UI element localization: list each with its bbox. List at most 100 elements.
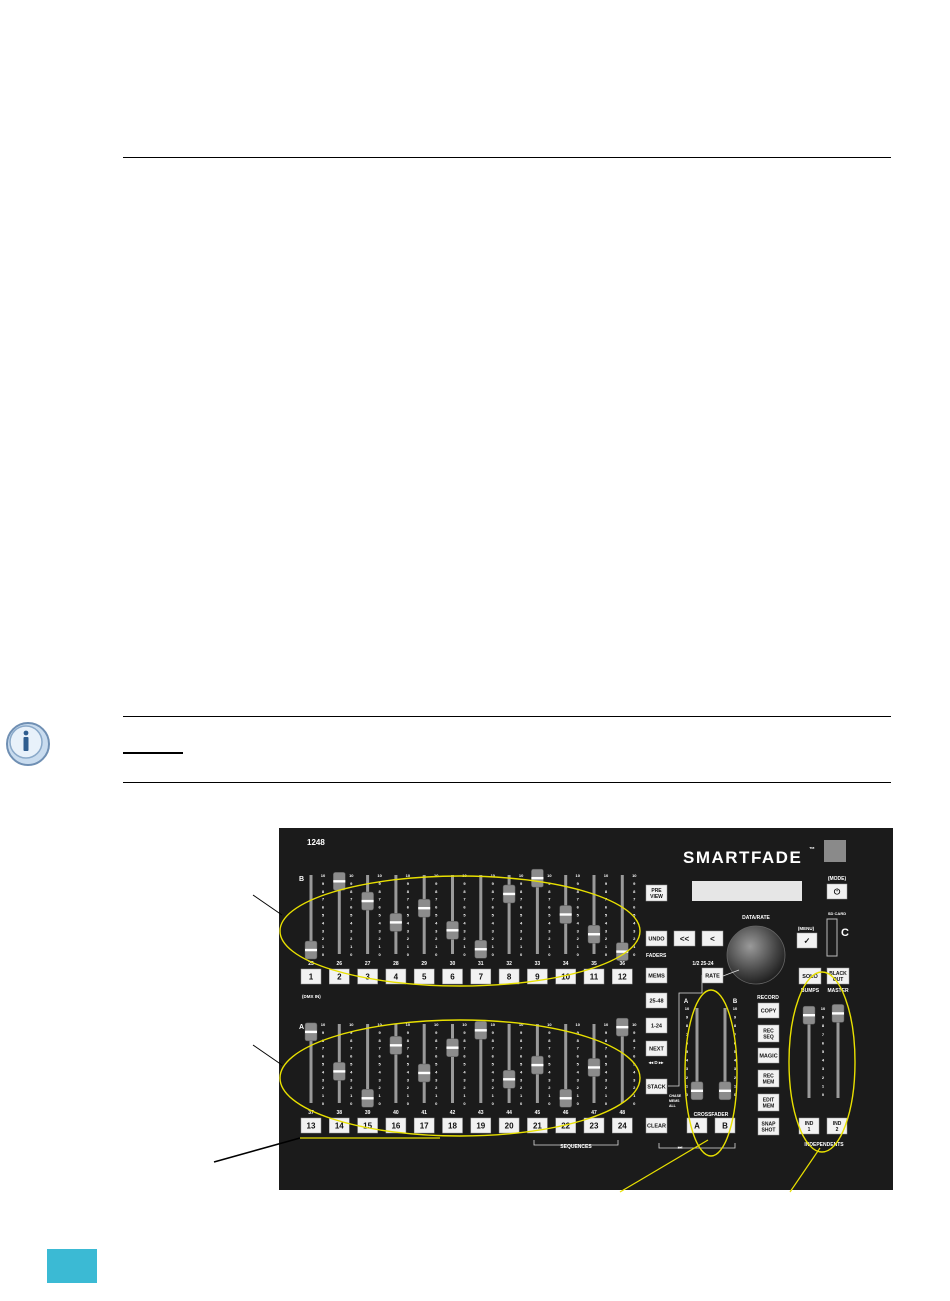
rec-mem-button-face[interactable] bbox=[757, 1069, 780, 1088]
channel-button-3[interactable]: 3 bbox=[357, 968, 378, 985]
bottom-fader-48[interactable] bbox=[616, 1017, 629, 1103]
bottom-fader-41[interactable] bbox=[417, 1024, 431, 1103]
channel-button-12[interactable]: 12 bbox=[612, 968, 633, 985]
undo-button[interactable]: UNDO bbox=[645, 930, 668, 947]
magic-button[interactable]: MAGIC bbox=[757, 1047, 780, 1064]
prev-button-face[interactable] bbox=[701, 930, 724, 947]
rec-seq-button-face[interactable] bbox=[757, 1024, 780, 1043]
channel-button-10[interactable]: 10 bbox=[555, 968, 576, 985]
range-25-48-button-face[interactable] bbox=[645, 992, 668, 1009]
range-1-24-button-face[interactable] bbox=[645, 1017, 668, 1034]
bottom-fader-44[interactable] bbox=[502, 1024, 516, 1103]
magic-button-face[interactable] bbox=[757, 1047, 780, 1064]
mems-button-face[interactable] bbox=[645, 967, 668, 984]
channel-button-21[interactable]: 21 bbox=[527, 1117, 548, 1134]
channel-button-19[interactable]: 19 bbox=[470, 1117, 492, 1134]
bottom-fader-45[interactable] bbox=[531, 1024, 544, 1103]
top-fader-33[interactable] bbox=[531, 868, 544, 954]
top-fader-26[interactable] bbox=[333, 872, 346, 954]
bottom-fader-43[interactable] bbox=[474, 1021, 488, 1103]
channel-button-16[interactable]: 16 bbox=[385, 1117, 407, 1134]
channel-button-23[interactable]: 23 bbox=[583, 1117, 605, 1134]
channel-button-14[interactable]: 14 bbox=[329, 1117, 350, 1134]
independent-1[interactable] bbox=[802, 1005, 816, 1098]
bottom-fader-42[interactable] bbox=[446, 1024, 459, 1103]
stack-button-face[interactable] bbox=[645, 1078, 668, 1095]
undo-button-face[interactable] bbox=[645, 930, 668, 947]
copy-button[interactable]: COPY bbox=[757, 1002, 780, 1019]
channel-button-2[interactable]: 2 bbox=[329, 968, 350, 985]
sd-card-slot[interactable] bbox=[826, 918, 838, 957]
solo-button[interactable]: SOLO bbox=[798, 967, 822, 985]
top-fader-34[interactable] bbox=[559, 875, 572, 954]
independent-2[interactable] bbox=[831, 1004, 845, 1098]
mems-button[interactable]: MEMS bbox=[645, 967, 668, 984]
channel-button-6[interactable]: 6 bbox=[442, 968, 463, 985]
top-fader-35[interactable] bbox=[587, 875, 601, 954]
channel-button-8[interactable]: 8 bbox=[498, 968, 520, 985]
next-button[interactable]: NEXT bbox=[645, 1040, 668, 1057]
channel-button-20[interactable]: 20 bbox=[498, 1117, 520, 1134]
bottom-fader-37[interactable] bbox=[304, 1022, 318, 1103]
channel-button-4[interactable]: 4 bbox=[385, 968, 407, 985]
data-rate-wheel-knob[interactable] bbox=[726, 925, 786, 985]
bottom-fader-41-knob-line bbox=[418, 1071, 431, 1075]
top-fader-32[interactable] bbox=[502, 875, 516, 954]
crossfader-b[interactable] bbox=[718, 1008, 732, 1101]
bottom-fader-46[interactable] bbox=[559, 1024, 572, 1108]
edit-mem-button-face[interactable] bbox=[757, 1093, 780, 1112]
range-1-24-button[interactable]: 1-24 bbox=[645, 1017, 668, 1034]
crossfader-b-button[interactable]: B bbox=[714, 1117, 736, 1134]
channel-button-22[interactable]: 22 bbox=[555, 1117, 576, 1134]
top-fader-36[interactable] bbox=[616, 875, 629, 961]
channel-button-13[interactable]: 13 bbox=[300, 1117, 322, 1134]
clear-button[interactable]: CLEAR bbox=[645, 1117, 668, 1134]
channel-button-24[interactable]: 24 bbox=[612, 1117, 633, 1134]
power-button[interactable]: ⏻ bbox=[826, 883, 848, 900]
crossfader-a[interactable] bbox=[690, 1008, 704, 1101]
top-fader-31[interactable] bbox=[474, 875, 488, 959]
top-fader-25[interactable] bbox=[304, 875, 318, 960]
channel-button-18[interactable]: 18 bbox=[442, 1117, 463, 1134]
next-button-face[interactable] bbox=[645, 1040, 668, 1057]
snap-shot-button-face[interactable] bbox=[757, 1117, 780, 1136]
range-25-48-button[interactable]: 25-48 bbox=[645, 992, 668, 1009]
channel-button-17[interactable]: 17 bbox=[413, 1117, 435, 1134]
data-rate-wheel[interactable] bbox=[726, 925, 786, 985]
rate-button[interactable]: RATE bbox=[701, 967, 724, 984]
preview-button-face[interactable] bbox=[645, 884, 668, 902]
top-fader-27[interactable] bbox=[361, 875, 374, 954]
bottom-fader-47[interactable] bbox=[587, 1024, 601, 1103]
bottom-fader-40[interactable] bbox=[389, 1024, 403, 1103]
clear-button-face[interactable] bbox=[645, 1117, 668, 1134]
channel-button-7[interactable]: 7 bbox=[470, 968, 492, 985]
check-button[interactable]: ✓ bbox=[796, 932, 818, 949]
rate-button-face[interactable] bbox=[701, 967, 724, 984]
stack-button[interactable]: STACK bbox=[645, 1078, 668, 1095]
channel-button-5[interactable]: 5 bbox=[413, 968, 435, 985]
power-button-face[interactable] bbox=[826, 883, 848, 900]
copy-button-face[interactable] bbox=[757, 1002, 780, 1019]
channel-button-11[interactable]: 11 bbox=[583, 968, 605, 985]
top-fader-30[interactable] bbox=[446, 875, 459, 954]
back-button-face[interactable] bbox=[673, 930, 696, 947]
top-fader-29[interactable] bbox=[417, 875, 431, 954]
bottom-fader-38[interactable] bbox=[333, 1024, 346, 1103]
top-fader-28[interactable] bbox=[389, 875, 403, 954]
crossfader-a-button[interactable]: A bbox=[686, 1117, 708, 1134]
prev-button[interactable]: < bbox=[701, 930, 724, 947]
back-button[interactable]: << bbox=[673, 930, 696, 947]
channel-button-1[interactable]: 1 bbox=[300, 968, 322, 985]
channel-button-15[interactable]: 15 bbox=[357, 1117, 378, 1134]
bottom-fader-39[interactable] bbox=[361, 1024, 374, 1108]
channel-button-9[interactable]: 9 bbox=[527, 968, 548, 985]
check-button-face[interactable] bbox=[796, 932, 818, 949]
